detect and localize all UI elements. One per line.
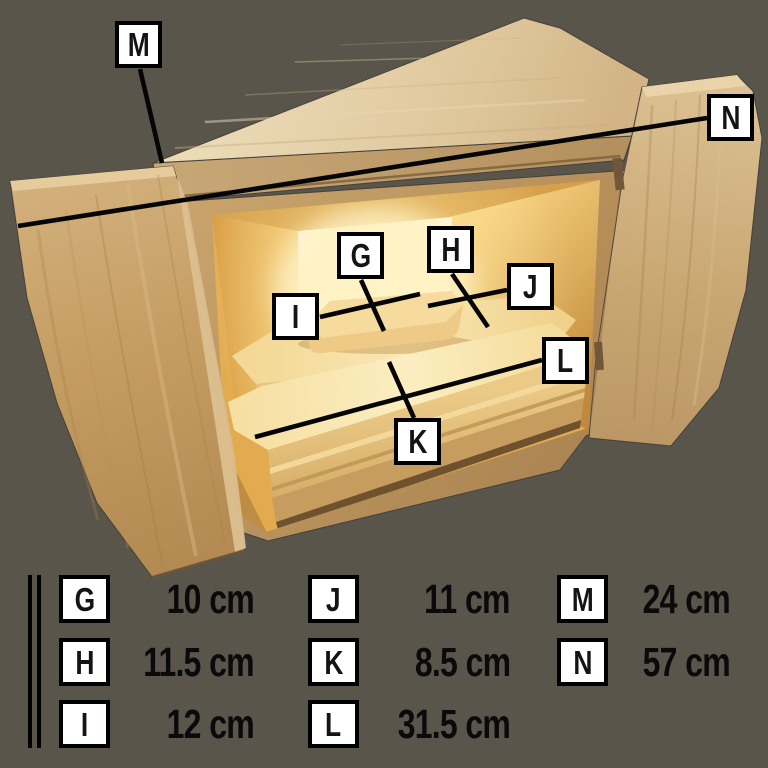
dim-label-m: M xyxy=(115,21,162,68)
legend-number: 11 xyxy=(424,575,458,622)
dim-label-g-letter: G xyxy=(350,237,371,274)
legend-unit: cm xyxy=(685,638,730,685)
legend-key-box-h: H xyxy=(59,638,110,686)
plinth-top xyxy=(307,291,463,338)
legend-key-letter: I xyxy=(80,705,89,743)
legend-number: 11.5 xyxy=(143,638,201,685)
legend-key-letter: G xyxy=(74,580,95,618)
legend-unit: cm xyxy=(465,700,510,747)
dim-label-n-letter: N xyxy=(720,99,741,136)
dim-line-k xyxy=(386,361,417,419)
legend-unit: cm xyxy=(209,575,254,622)
legend-unit: cm xyxy=(209,700,254,747)
dim-line-m xyxy=(137,68,165,164)
dim-label-k-letter: K xyxy=(407,423,428,460)
left-door xyxy=(9,165,246,579)
base-bottom-shadow xyxy=(276,420,581,530)
legend-key-box-m: M xyxy=(557,575,608,623)
legend-key-box-n: N xyxy=(557,638,608,686)
legend-unit: cm xyxy=(209,638,254,685)
left-door-grain xyxy=(36,174,227,563)
dim-label-l-letter: L xyxy=(557,342,574,379)
legend-unit: cm xyxy=(465,575,510,622)
dim-label-g: G xyxy=(337,232,384,279)
legend-number: 57 xyxy=(642,638,678,685)
door-hinge-top xyxy=(612,157,625,191)
right-door-top-edge xyxy=(642,75,746,97)
dim-label-i: I xyxy=(272,293,319,340)
dim-label-h-letter: H xyxy=(440,231,461,268)
legend-key-letter: J xyxy=(326,580,341,618)
dim-label-j: J xyxy=(507,263,554,310)
legend-key-letter: H xyxy=(74,643,95,681)
legend-number: 24 xyxy=(642,575,678,622)
legend-key-letter: N xyxy=(572,643,593,681)
legend-number: 12 xyxy=(166,700,202,747)
legend-key-letter: L xyxy=(325,705,342,743)
dim-line-n xyxy=(17,115,708,229)
legend-unit: cm xyxy=(465,638,510,685)
dim-label-n: N xyxy=(707,94,754,141)
left-door-bottom-shadow xyxy=(151,548,246,579)
dim-label-k: K xyxy=(394,418,441,465)
dim-line-i xyxy=(319,291,421,320)
legend-divider-rule xyxy=(28,575,41,748)
legend-key-letter: K xyxy=(323,643,344,681)
legend-key-box-j: J xyxy=(308,575,359,623)
dim-label-i-letter: I xyxy=(291,298,300,335)
dim-line-h xyxy=(450,272,490,329)
legend-key-letter: M xyxy=(571,580,594,618)
legend-number: 10 xyxy=(166,575,202,622)
legend-number: 8.5 xyxy=(414,638,458,685)
dimension-lines xyxy=(17,68,708,440)
left-door-side-edge xyxy=(174,167,246,552)
legend-key-box-g: G xyxy=(59,575,110,623)
legend-number: 31.5 xyxy=(397,700,458,747)
legend-key-box-i: I xyxy=(59,700,110,748)
dim-label-m-letter: M xyxy=(127,26,150,63)
dim-label-h: H xyxy=(427,226,474,273)
legend-key-box-k: K xyxy=(308,638,359,686)
legend-unit: cm xyxy=(685,575,730,622)
dim-label-j-letter: J xyxy=(523,268,538,305)
door-hinge-bottom xyxy=(594,341,604,371)
dim-label-l: L xyxy=(542,337,589,384)
left-door-top-edge xyxy=(10,166,176,191)
legend-key-box-l: L xyxy=(308,700,359,748)
dim-line-j xyxy=(427,287,508,309)
top-slab-grain xyxy=(174,37,611,149)
dim-line-l xyxy=(254,357,543,440)
